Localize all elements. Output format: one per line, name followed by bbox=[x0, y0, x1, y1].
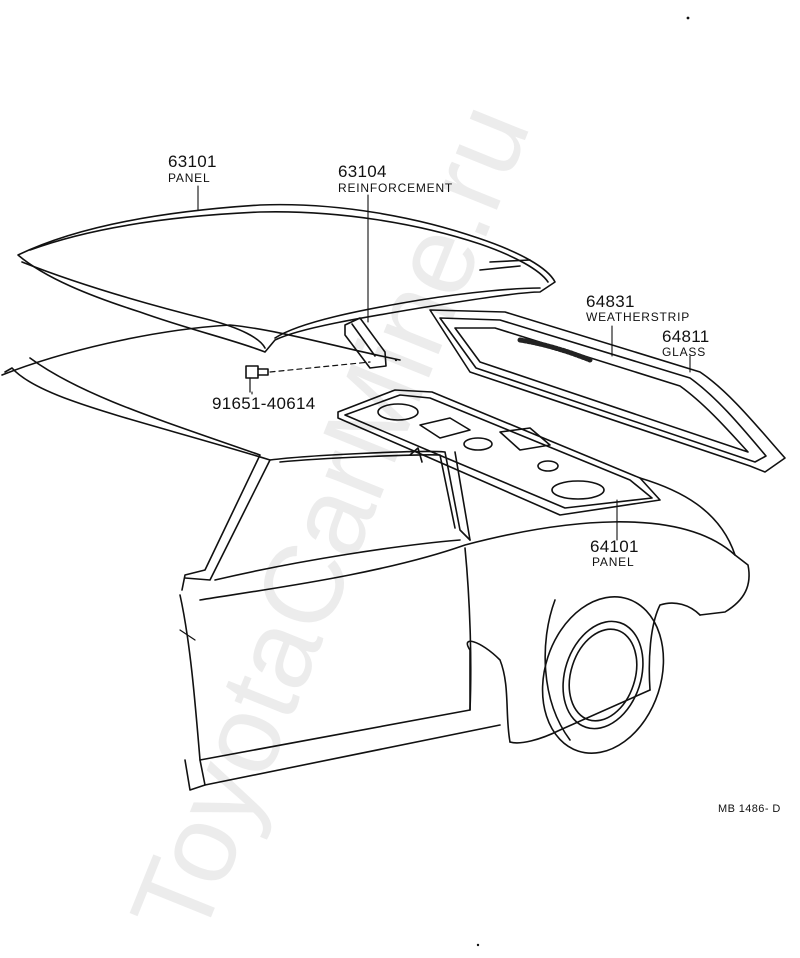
part-63101-name: PANEL bbox=[168, 171, 211, 185]
part-63104-number: 63104 bbox=[338, 162, 387, 181]
reinforcement-bracket bbox=[344, 317, 387, 369]
leader-lines bbox=[197, 185, 691, 541]
part-64101-number: 64101 bbox=[590, 537, 639, 556]
diagram-code: MB 1486- D bbox=[718, 803, 781, 815]
back-window-glass bbox=[429, 309, 786, 473]
rear-package-panel bbox=[337, 389, 661, 516]
bolt bbox=[245, 361, 371, 393]
part-63101-number: 63101 bbox=[168, 152, 217, 171]
part-64831-name: WEATHERSTRIP bbox=[586, 310, 691, 324]
part-64831-number: 64831 bbox=[586, 292, 635, 311]
part-91651-40614-number: 91651-40614 bbox=[212, 394, 316, 413]
part-64811-name: GLASS bbox=[662, 345, 707, 359]
part-64101-name: PANEL bbox=[592, 555, 635, 569]
car-body bbox=[1, 324, 750, 791]
part-64811-number: 64811 bbox=[662, 327, 710, 346]
roof-panel bbox=[17, 203, 556, 353]
part-63104-name: REINFORCEMENT bbox=[338, 181, 454, 195]
rear-wheel bbox=[541, 596, 665, 754]
